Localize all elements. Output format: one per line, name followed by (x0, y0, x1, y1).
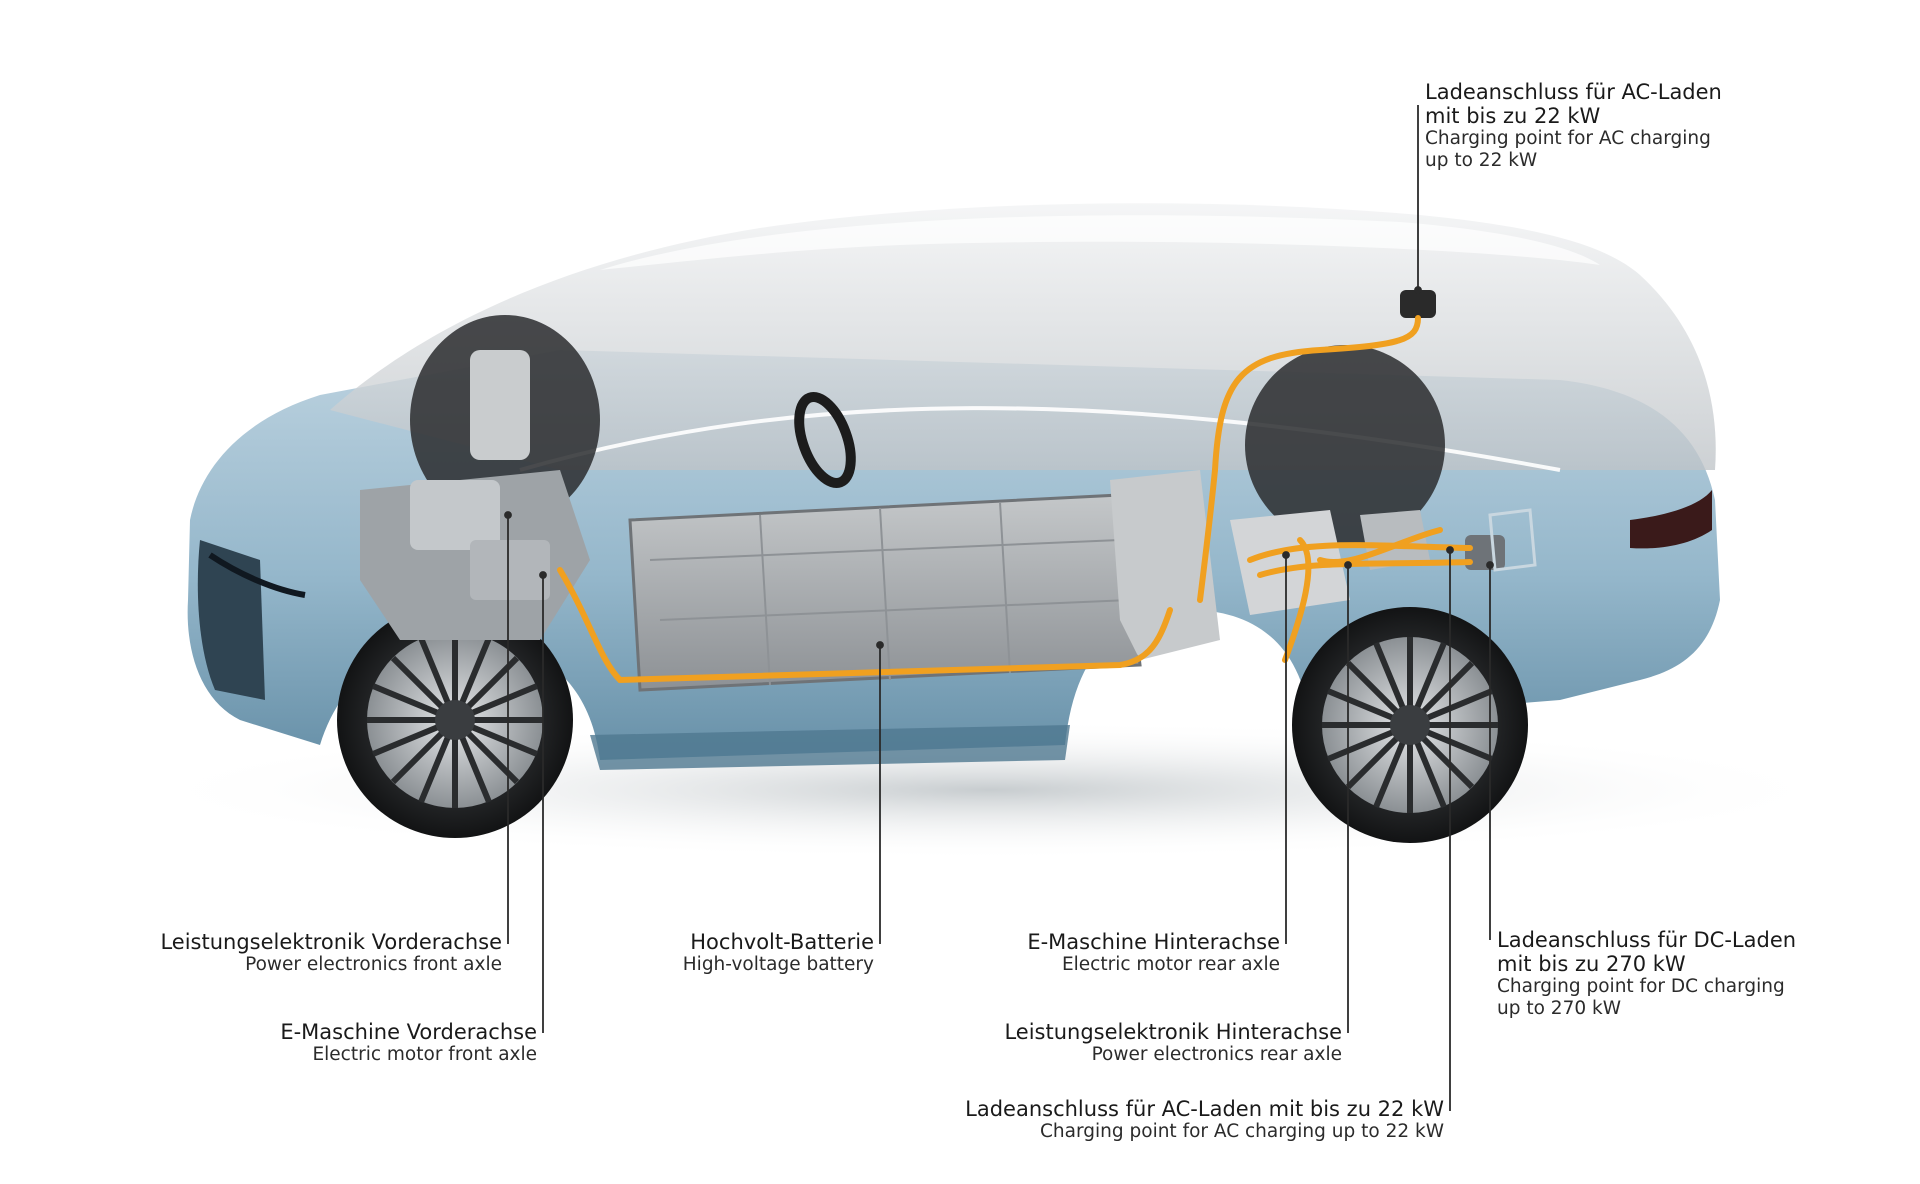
ac-top-en-line2: up to 22 kW (1425, 149, 1538, 171)
pe-front-de: Leistungselektronik Vorderachse (160, 930, 502, 954)
label-motor-front: E-Maschine Vorderachse Electric motor fr… (280, 1020, 537, 1065)
label-dc-charging: Ladeanschluss für DC-Laden mit bis zu 27… (1497, 928, 1796, 1019)
front-grille (197, 540, 265, 700)
charge-flap (1488, 508, 1537, 572)
label-hv-battery: Hochvolt-Batterie High-voltage battery (683, 930, 874, 975)
motor-front-de: E-Maschine Vorderachse (280, 1020, 537, 1044)
ac-top-en-line1: Charging point for AC charging (1425, 128, 1711, 150)
steering-wheel (794, 392, 856, 488)
front-drive-unit (360, 350, 590, 640)
headlight (208, 552, 306, 598)
rear-light (1630, 490, 1712, 549)
pe-rear-en: Power electronics rear axle (1091, 1044, 1342, 1066)
car-sill (590, 725, 1070, 770)
dc-en-line2: up to 270 kW (1497, 997, 1621, 1019)
motor-rear-de: E-Maschine Hinterachse (1027, 930, 1280, 954)
hv-battery (628, 493, 1142, 692)
label-motor-rear: E-Maschine Hinterachse Electric motor re… (1027, 930, 1280, 975)
dc-de-line2: mit bis zu 270 kW (1497, 952, 1686, 977)
motor-rear-en: Electric motor rear axle (1061, 954, 1280, 976)
rear-wheel-far (1245, 345, 1445, 545)
leader-lines (504, 105, 1494, 1111)
dc-en-line1: Charging point for DC charging (1497, 976, 1785, 998)
ac-top-de-line2: mit bis zu 22 kW (1425, 104, 1601, 129)
front-wheel (337, 602, 573, 838)
battery-de: Hochvolt-Batterie (690, 930, 874, 954)
dc-de-line1: Ladeanschluss für DC-Laden (1497, 928, 1797, 952)
label-power-electronics-rear: Leistungselektronik Hinterachse Power el… (1004, 1020, 1342, 1065)
rear-drive-unit (1110, 470, 1430, 660)
hv-cables (557, 315, 1473, 684)
label-power-electronics-front: Leistungselektronik Vorderachse Power el… (160, 930, 502, 975)
pe-front-en: Power electronics front axle (245, 954, 502, 976)
ac-bottom-de: Ladeanschluss für AC-Laden mit bis zu 22… (965, 1097, 1444, 1121)
rear-wheel (1292, 607, 1528, 843)
roof-highlight (600, 215, 1600, 270)
ac-top-de-line1: Ladeanschluss für AC-Laden (1425, 80, 1722, 104)
label-ac-charging-bottom: Ladeanschluss für AC-Laden mit bis zu 22… (965, 1097, 1444, 1142)
label-ac-charging-top: Ladeanschluss für AC-Laden mit bis zu 22… (1425, 80, 1722, 171)
motor-front-en: Electric motor front axle (312, 1044, 537, 1066)
ac-port-top (1400, 290, 1436, 318)
pe-rear-de: Leistungselektronik Hinterachse (1004, 1020, 1342, 1044)
ac-bottom-en: Charging point for AC charging up to 22 … (1040, 1121, 1444, 1143)
battery-en: High-voltage battery (682, 954, 874, 976)
